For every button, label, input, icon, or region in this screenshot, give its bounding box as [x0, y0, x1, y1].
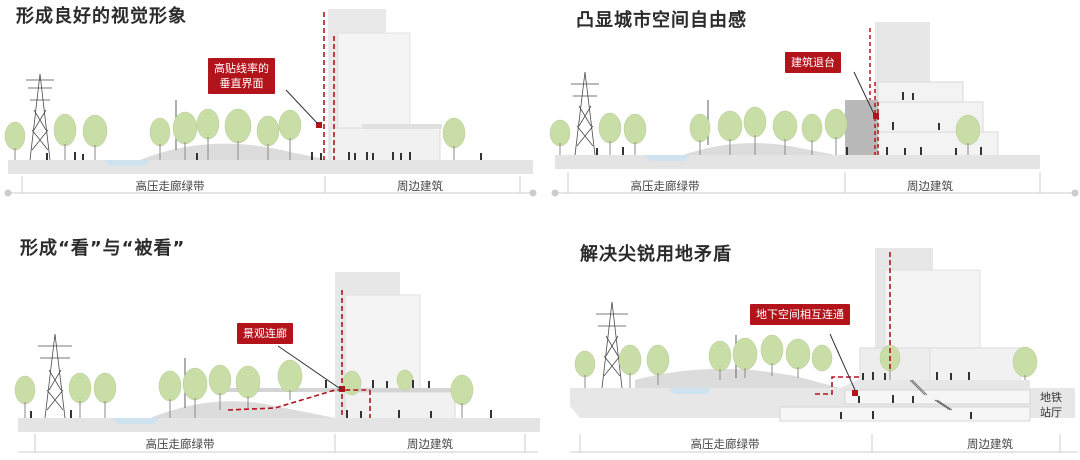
panel-landscape-corridor: 形成“看”与“被看” 景观连廊 高压走廊绿带 周边建筑: [0, 230, 540, 460]
pylon-icon: [596, 301, 628, 389]
underground-level-2: [779, 406, 1031, 422]
zone-label-green-belt: 高压走廊绿带: [690, 437, 760, 451]
callout-line: 垂直界面: [219, 77, 264, 90]
zone-label-surrounding-buildings: 周边建筑: [407, 437, 453, 451]
callout-line: 建筑退台: [791, 56, 835, 69]
corridor-marker: [227, 290, 371, 418]
zone-ruler: [4, 176, 537, 197]
section-diagram-landscape-corridor: [14, 272, 540, 453]
pylon-icon: [571, 71, 599, 156]
pylon-icon: [38, 333, 72, 419]
panel-vertical-interface: 形成良好的视觉形象 高贴线率的 垂直界面 高压走廊绿带 周边建筑: [0, 0, 540, 230]
callout-line: 景观连廊: [243, 327, 287, 340]
pylon-icon: [26, 73, 54, 161]
callout-label: 地下空间相互连通: [750, 304, 850, 325]
tree-row: [4, 108, 466, 151]
green-mound: [140, 143, 330, 160]
callout-label: 高贴线率的 垂直界面: [208, 58, 275, 94]
setback-level-2: [877, 81, 964, 103]
people-figures: [46, 152, 482, 160]
station-label-line: 地铁: [1040, 391, 1062, 404]
section-diagram-underground-connection: [570, 248, 1078, 453]
water-channel: [104, 160, 150, 166]
panel-title: 形成良好的视觉形象: [16, 6, 187, 27]
callout-label: 景观连廊: [237, 323, 293, 344]
panel-title: 形成“看”与“被看”: [20, 238, 186, 259]
zone-label-green-belt: 高压走廊绿带: [145, 437, 215, 451]
station-label-line: 站厅: [1040, 406, 1062, 419]
zone-label-green-belt: 高压走廊绿带: [630, 179, 700, 193]
zone-label-surrounding-buildings: 周边建筑: [397, 179, 443, 193]
panel-underground-connection: 解决尖锐用地矛盾 地下空间相互连通 地铁 站厅 高压走廊绿带 周边建筑: [540, 230, 1080, 460]
section-diagram-vertical-interface: [4, 9, 537, 197]
metro-station-label: 地铁 站厅: [1040, 390, 1062, 420]
zone-label-surrounding-buildings: 周边建筑: [907, 179, 953, 193]
section-diagram-building-setback: [549, 22, 1079, 197]
panel-title: 凸显城市空间自由感: [576, 10, 747, 31]
podium-building: [329, 127, 441, 162]
panel-building-setback: 凸显城市空间自由感 建筑退台 高压走廊绿带 周边建筑: [540, 0, 1080, 230]
callout-line: 地下空间相互连通: [756, 308, 844, 321]
underground-connection-marker: [815, 252, 891, 395]
underground-level-1: [844, 389, 1031, 405]
vertical-interface-marker: [323, 12, 335, 160]
zone-label-surrounding-buildings: 周边建筑: [967, 437, 1013, 451]
zone-label-green-belt: 高压走廊绿带: [135, 179, 205, 193]
ground-strip: [8, 160, 533, 174]
panel-title: 解决尖锐用地矛盾: [580, 244, 732, 265]
callout-pointer: [285, 89, 319, 125]
callout-label: 建筑退台: [785, 52, 841, 73]
callout-line: 高贴线率的: [214, 62, 269, 75]
